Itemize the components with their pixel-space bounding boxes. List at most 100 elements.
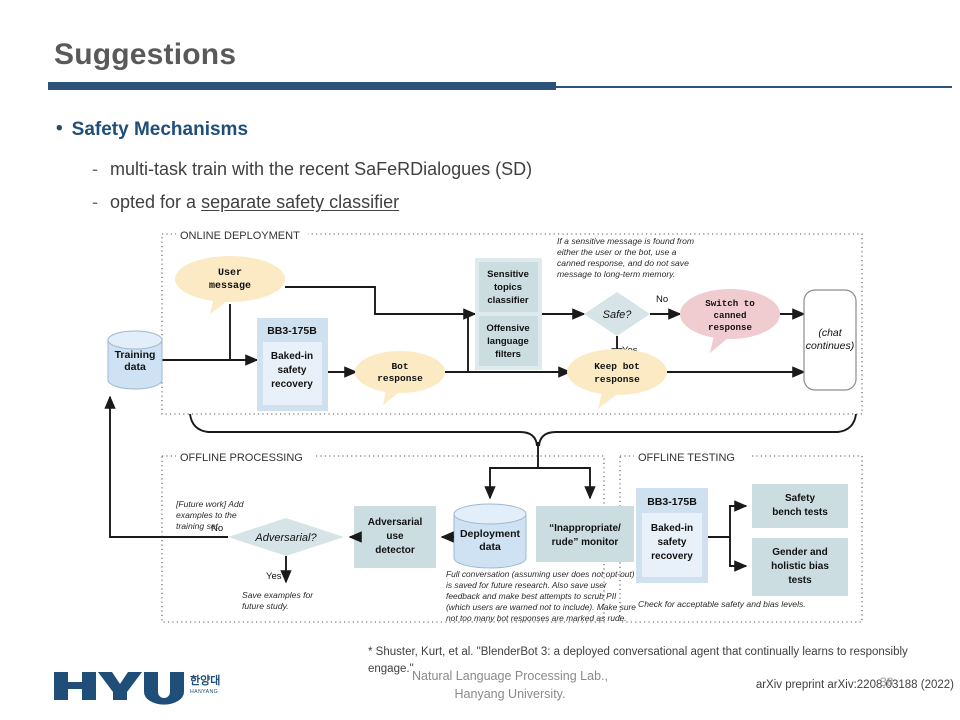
page-number: 38 [880,675,894,689]
node-adversarial-use-detector: Adversarial use detector [354,506,436,568]
deployment-data-line1: Deployment [460,528,521,540]
edge-bb3-to-gender-bias [729,537,748,572]
sensitive-note-line4: message to long-term memory. [557,269,675,279]
safety-bench-line1: Safety [785,493,815,504]
safety-architecture-diagram: ONLINE DEPLOYMENT Training data User mes… [90,222,880,632]
bullet-level2-label: opted for a [110,192,202,212]
dash-marker-icon: - [92,192,98,212]
adv-detector-line1: Adversarial [368,517,423,528]
logo-korean-text: 한양대학교 [190,673,220,687]
node-adversarial-decision: Adversarial? [228,518,344,556]
offline-processing-label-bg [176,448,316,465]
offensive-line3: filters [495,349,521,360]
safety-bench-line2: bench tests [772,507,828,518]
online-deployment-label-bg [176,226,308,243]
edge-online-to-offline-right [538,413,857,447]
baked-in-line3: recovery [271,379,313,390]
deployment-note-line4: (which users are warned not to include).… [446,602,636,612]
user-message-line1: User [218,268,242,279]
baked-in-t-line3: recovery [651,551,693,562]
node-keep-bot-response: Keep bot response [567,349,667,409]
node-training-data: Training data [107,330,163,390]
edge-adversarial-no-to-training [104,395,228,538]
node-user-message: User message [175,256,285,314]
chat-line1: (chat [818,327,842,339]
deployment-note-line2: is saved for future research. Also save … [446,580,608,590]
safe-diamond-label: Safe? [603,309,633,321]
edge-label-adversarial-no: No [211,523,223,534]
node-rude-monitor: “Inappropriate/ rude” monitor [536,506,634,562]
offensive-line1: Offensive [486,323,529,334]
switch-line2: canned [713,310,746,321]
bullet-level1-label: Safety Mechanisms [71,119,249,140]
future-work-line2: examples to the [176,510,237,520]
bullet-marker-icon: • [56,118,63,139]
switch-line3: response [708,322,753,333]
node-deployment-data: Deployment data [453,503,527,569]
deployment-data-line2: data [479,541,501,553]
adv-detector-line2: use [386,531,404,542]
adv-detector-line3: detector [375,545,415,556]
bb3-label-online: BB3-175B [267,325,317,337]
node-safety-bench-tests: Safety bench tests [752,484,848,528]
lab-line1: Natural Language Processing Lab., [412,669,608,683]
node-bb3-175b-testing: BB3-175B Baked-in safety recovery [636,488,708,583]
logo-letter-h [54,672,96,700]
gender-bias-line1: Gender and [772,547,828,558]
note-future-work: [Future work] Add examples to the traini… [175,499,244,531]
bullet-level2-item: -opted for a separate safety classifier [92,192,399,213]
sensitive-line2: topics [494,282,522,293]
sensitive-line3: classifier [487,295,528,306]
gender-bias-line2: holistic bias [771,561,829,572]
citation-line2: arXiv preprint arXiv:2208.03188 (2022) [755,679,954,692]
edge-bb3-to-safety-bench [708,500,748,538]
logo-letter-u [144,672,184,705]
sensitive-line1: Sensitive [487,269,529,280]
bot-response-line2: response [377,373,423,384]
edge-online-to-offline-left [189,413,538,447]
bb3-label-testing: BB3-175B [647,496,697,508]
dash-marker-icon: - [92,159,98,179]
offline-testing-label-bg [634,448,752,465]
keep-line2: response [594,374,640,385]
testing-note: Check for acceptable safety and bias lev… [638,599,806,609]
title-rule-thick [48,82,556,90]
bullet-level2-label: multi-task train with the recent SaFeRDi… [110,159,533,179]
baked-in-line2: safety [278,365,307,376]
baked-in-line1: Baked-in [271,351,313,362]
offline-processing-frame [161,455,605,623]
bullet-level2-item: -multi-task train with the recent SaFeRD… [92,159,532,180]
sensitive-note-line2: either the user or the bot, use a [557,247,677,257]
lab-line2: Hanyang University. [454,687,566,702]
training-data-line1: Training [115,349,156,361]
rude-monitor-line2: rude” monitor [552,537,619,548]
section-label-online-deployment: ONLINE DEPLOYMENT [180,230,300,242]
bullet-level2-underlined: separate safety classifier [201,192,400,212]
user-message-line2: message [209,281,251,292]
note-save-examples: Save examples for future study. [242,590,314,611]
edge-label-safe-no: No [656,294,668,305]
save-examples-line2: future study. [242,601,289,611]
node-switch-canned-response: Switch to canned response [680,289,780,353]
node-safety-classifiers: Sensitive topics classifier Offensive la… [475,258,542,370]
citation-line1: * Shuster, Kurt, et al. "BlenderBot 3: a… [368,646,908,675]
note-sensitive-message: If a sensitive message is found from eit… [557,236,694,279]
page-title: Suggestions [54,38,237,71]
note-deployment-data: Full conversation (assuming user does no… [446,569,636,623]
logo-sub-text: HANYANG UNIVERSITY [190,689,220,695]
rude-monitor-line1: “Inappropriate/ [549,523,621,534]
node-bb3-175b-online: BB3-175B Baked-in safety recovery [257,318,328,411]
sensitive-note-line1: If a sensitive message is found from [557,236,694,246]
sensitive-note-line3: canned response, and do not save [557,258,689,268]
offline-testing-frame [619,455,863,623]
node-safe-decision: Safe? [584,292,650,336]
save-examples-line1: Save examples for [242,590,314,600]
baked-in-t-line2: safety [658,537,687,548]
edge-user-to-classifier [285,286,477,320]
deployment-note-line5: not too many bot responses are marked as… [446,613,627,623]
edge-to-rude-monitor [538,467,596,500]
hyu-logo: 한양대학교 HANYANG UNIVERSITY [52,666,255,706]
training-data-line2: data [124,361,146,373]
adversarial-diamond-label: Adversarial? [254,532,317,544]
gender-bias-line3: tests [788,575,812,586]
